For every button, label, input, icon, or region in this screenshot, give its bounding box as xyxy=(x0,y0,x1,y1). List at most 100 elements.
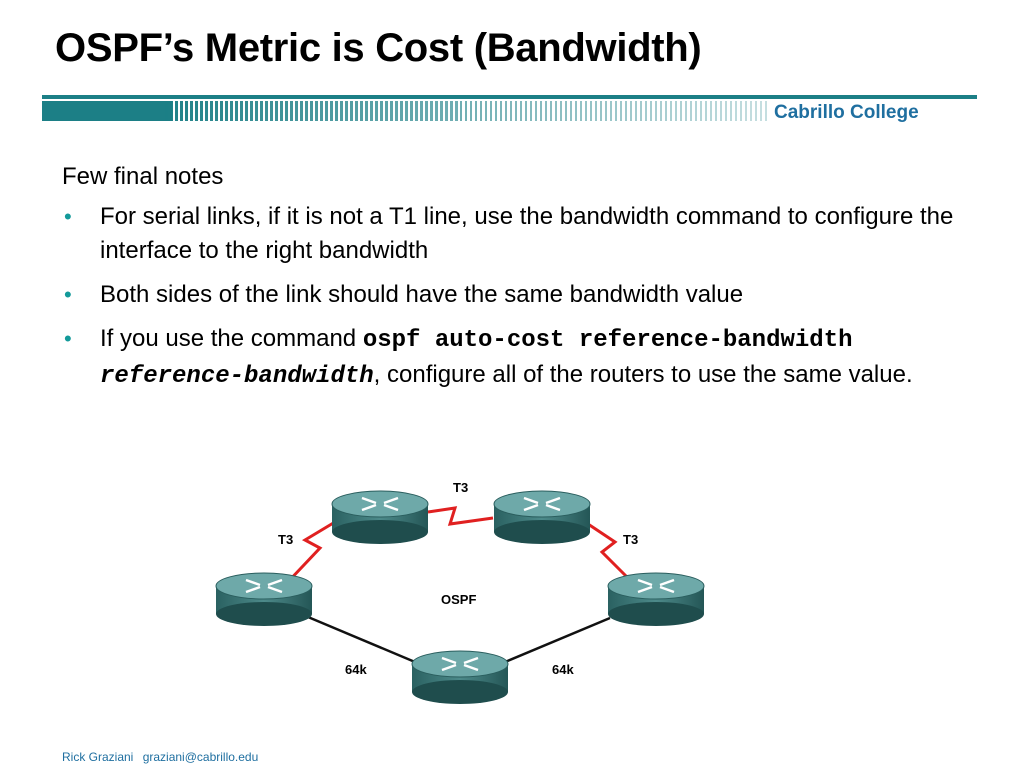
header-banner xyxy=(42,95,977,121)
banner-stripe xyxy=(715,101,717,121)
banner-stripe xyxy=(545,101,547,121)
bullet-text: Both sides of the link should have the s… xyxy=(100,281,744,308)
bullet-marker: • xyxy=(64,282,72,307)
command-text: ospf auto-cost reference-bandwidth xyxy=(362,327,853,354)
banner-stripe xyxy=(750,101,752,121)
banner-stripe xyxy=(370,101,373,121)
banner-stripe xyxy=(580,101,582,121)
banner-stripe xyxy=(705,101,707,121)
bullet-item: • If you use the command ospf auto-cost … xyxy=(62,322,982,394)
router-icon xyxy=(331,490,429,544)
banner-stripe xyxy=(310,101,313,121)
banner-stripe xyxy=(460,101,462,121)
banner-stripe xyxy=(575,101,577,121)
banner-stripe xyxy=(175,101,178,121)
banner-stripe xyxy=(265,101,268,121)
banner-stripe xyxy=(305,101,308,121)
banner-stripe xyxy=(540,101,542,121)
link-label: 64k xyxy=(552,662,574,677)
bullet-marker: • xyxy=(64,326,72,351)
banner-stripe xyxy=(225,101,228,121)
banner-stripe xyxy=(765,101,767,121)
banner-stripe xyxy=(195,101,198,121)
ospf-topology-diagram: T3 T3 T3 64k 64k OSPF xyxy=(215,480,705,704)
router-icon xyxy=(411,650,509,704)
slide-title: OSPF’s Metric is Cost (Bandwidth) xyxy=(55,26,702,70)
banner-stripe xyxy=(385,101,388,121)
banner-stripe xyxy=(555,101,557,121)
banner-stripe xyxy=(375,101,378,121)
banner-stripe xyxy=(510,101,512,121)
banner-stripe xyxy=(215,101,218,121)
link-label: T3 xyxy=(278,532,293,547)
router-icon xyxy=(607,572,705,626)
banner-stripe xyxy=(315,101,318,121)
banner-stripe xyxy=(240,101,243,121)
author-email: graziani@cabrillo.edu xyxy=(142,750,259,764)
banner-stripe xyxy=(690,101,692,121)
banner-stripe xyxy=(440,101,443,121)
banner-stripe xyxy=(180,101,183,121)
banner-stripe xyxy=(390,101,393,121)
banner-stripe xyxy=(430,101,433,121)
link-ethernet xyxy=(504,616,611,664)
banner-stripe xyxy=(530,101,532,121)
banner-stripe xyxy=(490,101,492,121)
banner-stripe xyxy=(355,101,358,121)
banner-stripe xyxy=(190,101,193,121)
banner-stripe xyxy=(475,101,477,121)
bullet-suffix: , configure all of the routers to use th… xyxy=(373,361,913,388)
banner-stripe xyxy=(650,101,652,121)
banner-stripe xyxy=(270,101,273,121)
banner-stripe xyxy=(260,101,263,121)
banner-stripe xyxy=(635,101,637,121)
banner-stripe xyxy=(420,101,423,121)
banner-stripe xyxy=(285,101,288,121)
banner-stripe xyxy=(760,101,762,121)
banner-stripe xyxy=(340,101,343,121)
banner-stripe xyxy=(625,101,627,121)
banner-stripe xyxy=(345,101,348,121)
banner-stripe xyxy=(735,101,737,121)
banner-stripe xyxy=(595,101,597,121)
banner-stripe xyxy=(515,101,517,121)
banner-stripe xyxy=(470,101,472,121)
banner-stripe xyxy=(485,101,487,121)
link-serial xyxy=(283,520,336,587)
banner-stripe xyxy=(295,101,298,121)
banner-stripe xyxy=(645,101,647,121)
banner-stripe xyxy=(740,101,742,121)
banner-stripe xyxy=(185,101,188,121)
banner-stripe xyxy=(170,101,173,121)
link-serial xyxy=(427,506,494,526)
banner-stripe xyxy=(600,101,602,121)
banner-stripe xyxy=(165,101,168,121)
banner-stripe xyxy=(480,101,482,121)
banner-stripe xyxy=(445,101,448,121)
banner-stripe xyxy=(235,101,238,121)
banner-stripe xyxy=(360,101,363,121)
banner-stripe xyxy=(435,101,438,121)
intro-text: Few final notes xyxy=(62,163,224,190)
banner-stripe xyxy=(200,101,203,121)
banner-stripe xyxy=(550,101,552,121)
banner-stripe xyxy=(405,101,408,121)
bullet-item: • For serial links, if it is not a T1 li… xyxy=(62,200,982,268)
banner-stripe xyxy=(685,101,687,121)
banner-stripe xyxy=(350,101,353,121)
bullet-marker: • xyxy=(64,204,72,229)
slide-content: Few final notes • For serial links, if i… xyxy=(62,160,982,404)
banner-stripe xyxy=(725,101,727,121)
banner-stripe xyxy=(155,101,158,121)
link-ethernet xyxy=(307,615,416,664)
banner-stripe xyxy=(400,101,403,121)
banner-stripe xyxy=(150,101,153,121)
banner-stripe xyxy=(335,101,338,121)
bullet-text: For serial links, if it is not a T1 line… xyxy=(100,203,954,264)
author-name: Rick Graziani xyxy=(62,750,134,764)
banner-stripe xyxy=(500,101,502,121)
banner-stripe xyxy=(255,101,258,121)
banner-stripe xyxy=(665,101,667,121)
banner-stripe xyxy=(695,101,697,121)
link-label: T3 xyxy=(453,480,468,495)
